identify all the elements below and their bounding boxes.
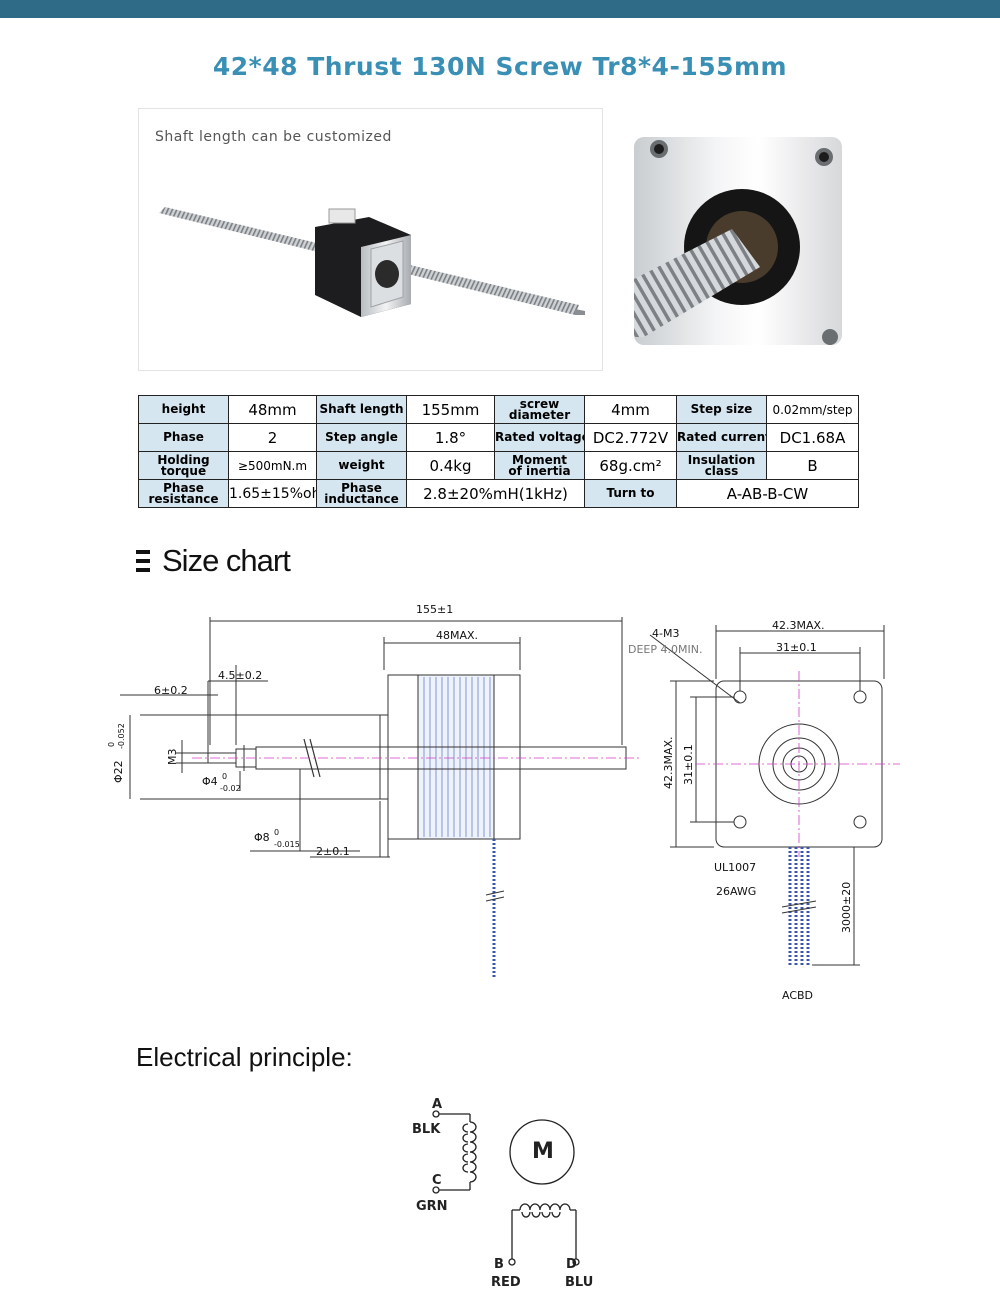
dim-tip-tol-upper: 0	[222, 772, 227, 781]
pin-b-color: RED	[491, 1275, 521, 1290]
product-photo-full: Shaft length can be customized	[138, 108, 603, 371]
spec-value: 1.65±15%ohm(20°C)	[228, 479, 317, 508]
dim-tip-tol-lower: -0.02	[220, 784, 241, 793]
spec-value: 2.8±20%mH(1kHz)	[406, 479, 585, 508]
spec-value: 2	[228, 423, 317, 452]
cable-type: UL1007	[714, 861, 756, 874]
dim-tip-length: 6±0.2	[154, 684, 188, 697]
spec-value: 155mm	[406, 395, 495, 424]
dim-boss-height: 2±0.1	[316, 845, 350, 858]
spec-label-line: Holding	[157, 452, 210, 467]
spec-label-line: Phase	[341, 480, 382, 495]
dim-screw-tol-upper: 0	[274, 828, 279, 837]
spec-value: 48mm	[228, 395, 317, 424]
product-photo-closeup	[634, 137, 842, 345]
spec-label-line: of inertia	[508, 463, 571, 478]
pin-d-color: BLU	[565, 1275, 593, 1290]
pin-a-color: BLK	[412, 1122, 441, 1137]
dim-holes: 4-M3	[652, 627, 679, 640]
spec-label-line: Phase	[163, 480, 204, 495]
spec-label: Turn to	[584, 479, 677, 508]
spec-value: 68g.cm²	[584, 451, 677, 480]
spec-label: Step size	[676, 395, 767, 424]
pin-c: C	[432, 1173, 442, 1188]
dim-total-length: 155±1	[416, 603, 453, 616]
size-chart-heading: Size chart	[136, 543, 291, 579]
dim-hole-depth: DEEP 4.0MIN.	[628, 643, 702, 656]
spec-label-line: torque	[160, 463, 207, 478]
dim-hole-pitch: 31±0.1	[776, 641, 817, 654]
spec-label: weight	[316, 451, 407, 480]
dim-screw-tol-lower: -0.015	[274, 840, 300, 849]
electrical-principle-title: Electrical principle:	[136, 1042, 353, 1072]
pin-a: A	[432, 1097, 442, 1112]
dim-body-length: 48MAX.	[436, 629, 478, 642]
spec-value: 0.4kg	[406, 451, 495, 480]
pin-d: D	[566, 1257, 577, 1272]
spec-label-line: class	[704, 463, 739, 478]
photo-caption: Shaft length can be customized	[155, 129, 392, 145]
dim-boss-tol-lower: -0.052	[117, 723, 126, 749]
spec-label-line: Insulation	[687, 452, 756, 467]
spec-value: DC1.68A	[766, 423, 859, 452]
linear-motor-illustration	[159, 207, 585, 317]
spec-value: 4mm	[584, 395, 677, 424]
spec-value: B	[766, 451, 859, 480]
closeup-screw	[634, 229, 760, 337]
spec-label: Step angle	[316, 423, 407, 452]
spec-label: Shaft length	[316, 395, 407, 424]
dim-thread-length: 4.5±0.2	[218, 669, 262, 682]
wiring-schematic: M A BLK C GRN B RED D BLU	[412, 1097, 593, 1290]
size-chart-title: Size chart	[162, 543, 291, 578]
dimension-drawing: 155±1 48MAX. 6±0.2 4.5±0.2 Φ22 0 -0.052 …	[107, 603, 900, 1002]
cable-gauge: 26AWG	[716, 885, 756, 898]
spec-label: Phase	[138, 423, 229, 452]
dim-tip-diameter: Φ4	[202, 775, 218, 788]
top-banner-bar	[0, 0, 1000, 18]
cable-length: 3000±20	[840, 882, 853, 933]
spec-label-line: screw	[519, 396, 560, 411]
spec-label-line: resistance	[148, 491, 219, 506]
dim-hole-pitch-vertical: 31±0.1	[682, 744, 695, 785]
dim-flange-max-vertical: 42.3MAX.	[662, 736, 675, 789]
dim-screw-diameter: Φ8	[254, 831, 270, 844]
spec-label-line: Moment	[511, 452, 568, 467]
spec-label: height	[138, 395, 229, 424]
spec-value: ≥500mN.m	[228, 451, 317, 480]
spec-value: DC2.772V	[584, 423, 677, 452]
list-icon	[136, 550, 150, 572]
spec-value: 0.02mm/step	[766, 395, 859, 424]
product-title: 42*48 Thrust 130N Screw Tr8*4-155mm	[212, 52, 788, 81]
spec-value: A-AB-B-CW	[676, 479, 859, 508]
dim-boss-diameter: Φ22	[112, 760, 125, 783]
spec-label: Rated current	[676, 423, 767, 452]
motor-symbol: M	[532, 1139, 554, 1164]
spec-value: 1.8°	[406, 423, 495, 452]
spec-label: Rated voltage	[494, 423, 585, 452]
dim-boss-tol-upper: 0	[107, 742, 116, 747]
dim-flange-max: 42.3MAX.	[772, 619, 825, 632]
pin-c-color: GRN	[416, 1199, 448, 1214]
pin-b: B	[494, 1257, 504, 1272]
spec-label-line: inductance	[324, 491, 399, 506]
dim-thread: M3	[166, 749, 179, 766]
shaft-closeup-illustration	[634, 140, 838, 345]
spec-label-line: diameter	[508, 407, 571, 422]
wire-order: ACBD	[782, 989, 813, 1002]
